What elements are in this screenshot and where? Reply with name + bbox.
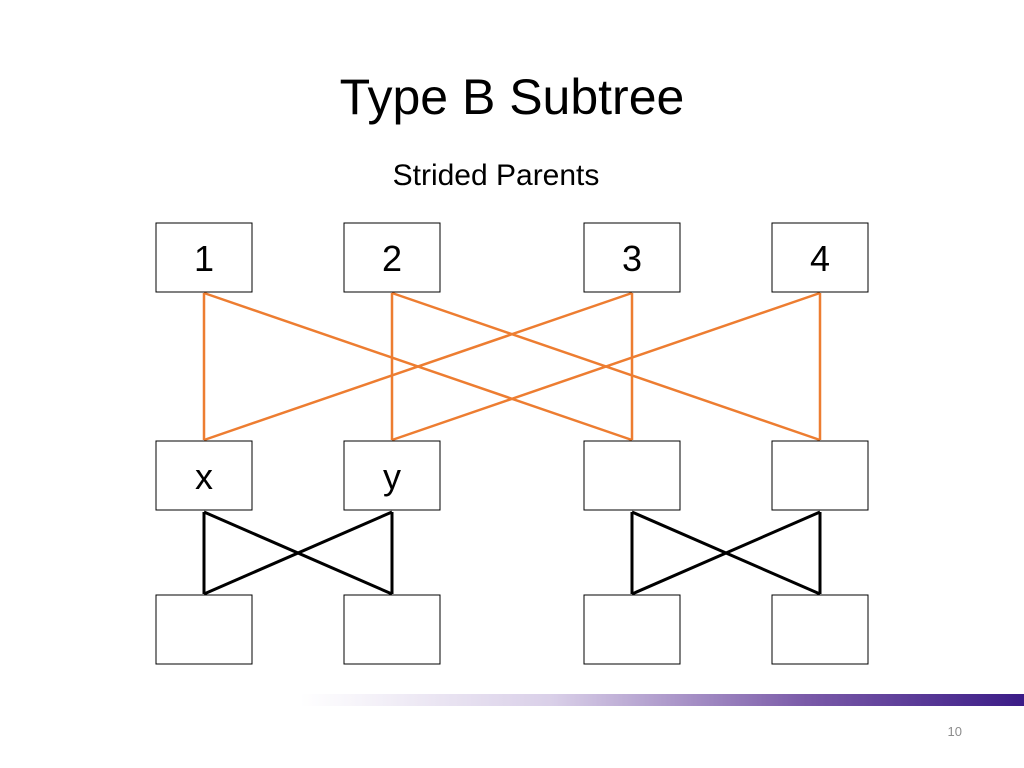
slide-subtitle: Strided Parents <box>392 159 600 192</box>
parent-node-4-label: 4 <box>810 238 830 279</box>
edge-4-y <box>391 291 821 442</box>
edge-middle-4-bottom-3 <box>631 510 821 596</box>
parent-node-3-label: 3 <box>622 238 642 279</box>
middle-node-x <box>155 440 253 511</box>
parent-node-2-label: 2 <box>382 238 402 279</box>
parent-node-4 <box>771 222 869 293</box>
child-edges <box>202 510 822 596</box>
middle-node-x-label: x <box>195 456 213 497</box>
edge-y-bottom-1 <box>203 510 393 596</box>
parent-node-3 <box>583 222 681 293</box>
middle-node-y <box>343 440 441 511</box>
parent-edges <box>202 291 822 442</box>
parent-node-1-label: 1 <box>194 238 214 279</box>
bottom-node-4 <box>771 594 869 665</box>
bottom-node-1 <box>155 594 253 665</box>
parent-node-1 <box>155 222 253 293</box>
parent-row <box>155 222 869 293</box>
bottom-node-3 <box>583 594 681 665</box>
bottom-row <box>155 594 869 665</box>
footer-gradient-band <box>300 694 1024 706</box>
middle-row <box>155 440 869 511</box>
middle-node-3 <box>583 440 681 511</box>
slide-title: Type B Subtree <box>339 69 685 125</box>
middle-node-y-label: y <box>383 456 401 497</box>
bottom-node-2 <box>343 594 441 665</box>
page-number: 10 <box>947 724 962 739</box>
edge-3-x <box>203 291 633 442</box>
middle-node-4 <box>771 440 869 511</box>
parent-node-2 <box>343 222 441 293</box>
